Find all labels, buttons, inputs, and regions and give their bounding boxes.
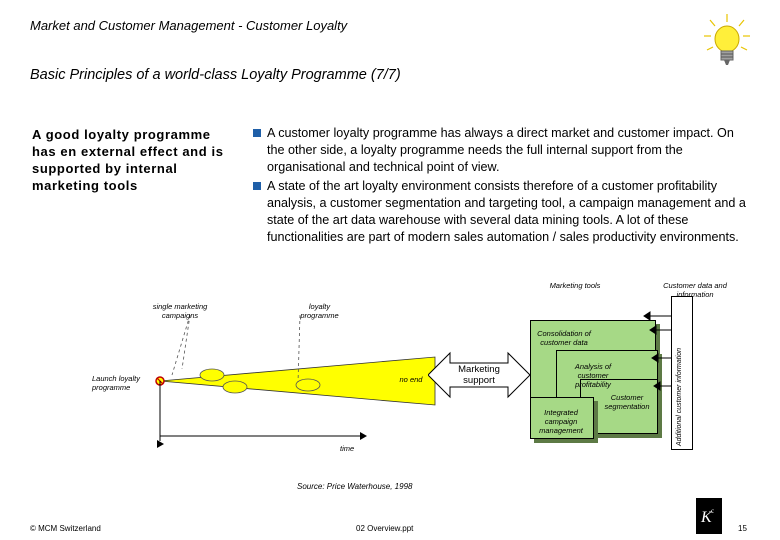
campaign-label: Integrated campaign management (539, 408, 583, 435)
page-number: 15 (738, 524, 747, 533)
header-title: Market and Customer Management - Custome… (30, 18, 348, 33)
footer-filename: 02 Overview.ppt (356, 524, 414, 533)
bullet-item: A state of the art loyalty environment c… (253, 178, 753, 246)
analysis-label: Analysis of customer profitability (574, 362, 612, 389)
slide-title: Basic Principles of a world-class Loyalt… (30, 67, 401, 83)
consolidation-label: Consolidation of customer data (537, 329, 591, 347)
loyalty-timeline-diagram (155, 314, 436, 448)
svg-text:c: c (711, 507, 714, 515)
loyalty-wedge (159, 356, 436, 406)
time-label: time (340, 444, 355, 453)
additional-info-bar (671, 296, 693, 450)
marketing-tools-label: Marketing tools (549, 281, 601, 290)
bullet-list: A customer loyalty programme has always … (253, 125, 753, 248)
footer-copyright: © MCM Switzerland (30, 524, 101, 533)
lead-statement: A good loyalty programme has en external… (32, 127, 224, 193)
campaign-box (530, 397, 594, 439)
launch-loyalty-label: Launch loyalty programme (92, 374, 140, 392)
light-bulb-icon (704, 14, 750, 65)
segmentation-label: Customer segmentation (604, 393, 650, 411)
bullet-item: A customer loyalty programme has always … (253, 125, 753, 176)
loyalty-programme-label: loyalty programme (300, 302, 339, 320)
bullet-text: A state of the art loyalty environment c… (267, 179, 746, 244)
source-note: Source: Price Waterhouse, 1998 (297, 482, 413, 491)
marketing-support-label: Marketing support (458, 364, 500, 386)
bullet-square-icon (253, 182, 261, 190)
bullet-text: A customer loyalty programme has always … (267, 126, 734, 174)
company-logo-icon: K c (696, 498, 722, 534)
no-end-label: no end (399, 375, 423, 384)
single-campaigns-label: single marketing campaigns (152, 302, 208, 320)
svg-text:K: K (700, 509, 713, 526)
marketing-support-arrow (428, 351, 530, 399)
data-flow-arrows (643, 311, 671, 391)
bullet-square-icon (253, 129, 261, 137)
customer-data-label: Customer data and information (663, 281, 727, 299)
